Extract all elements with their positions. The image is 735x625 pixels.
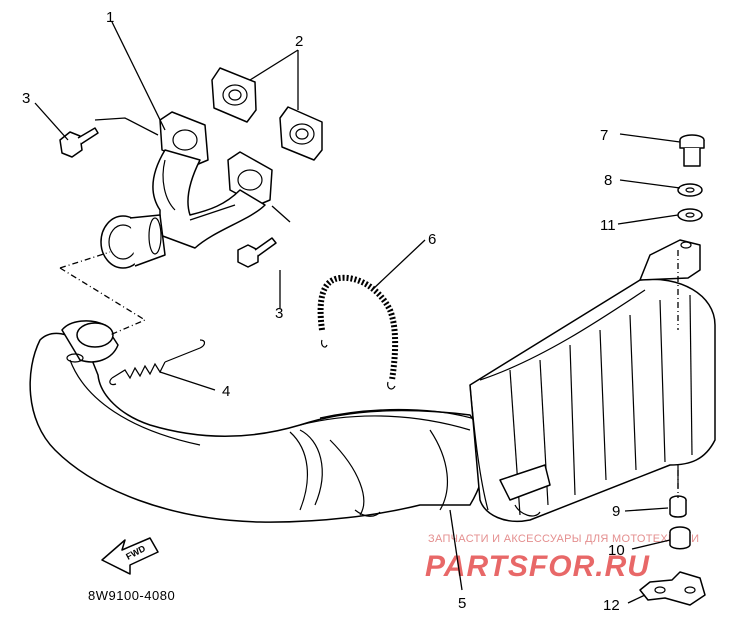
gasket-icon [211, 67, 323, 161]
watermark-tagline: ЗАПЧАСТИ И АКСЕССУАРЫ ДЛЯ МОТОТЕХНИКИ [428, 533, 699, 545]
diagram-code: 8W9100-4080 [88, 588, 175, 603]
collar-icon [669, 495, 687, 518]
front-arrow-icon: FWD [101, 537, 159, 575]
part-number-label: 3 [22, 90, 30, 107]
spring-icon [109, 339, 206, 386]
bolt-icon [679, 134, 705, 167]
part-number-label: 9 [612, 503, 620, 520]
part-number-label: 6 [428, 231, 436, 248]
muffler-icon [29, 239, 716, 523]
part-labels: 1 2 3 3 4 5 6 7 8 11 9 10 12 [22, 9, 625, 614]
part-number-label: 7 [600, 127, 608, 144]
part-number-label: 1 [106, 9, 114, 26]
exhaust-pipe-icon [100, 111, 273, 269]
bracket-icon [639, 571, 706, 606]
washer-icon [677, 183, 703, 197]
part-number-label: 8 [604, 172, 612, 189]
part-number-label: 10 [608, 542, 625, 559]
part-number-label: 2 [295, 33, 303, 50]
part-number-label: 5 [458, 595, 466, 612]
pipe-joint [61, 320, 119, 363]
part-number-label: 11 [600, 217, 616, 234]
watermark: ЗАПЧАСТИ И АКСЕССУАРЫ ДЛЯ МОТОТЕХНИКИ PA… [425, 533, 699, 583]
hose-icon [317, 274, 399, 390]
bolt-icon [59, 127, 277, 268]
part-number-label: 3 [275, 305, 283, 322]
washer-icon [677, 208, 703, 222]
part-number-label: 12 [603, 597, 620, 614]
leader-lines [34, 21, 681, 604]
damper-icon [669, 526, 691, 550]
watermark-brand: PARTSFOR.RU [425, 550, 650, 583]
part-number-label: 4 [222, 383, 230, 400]
